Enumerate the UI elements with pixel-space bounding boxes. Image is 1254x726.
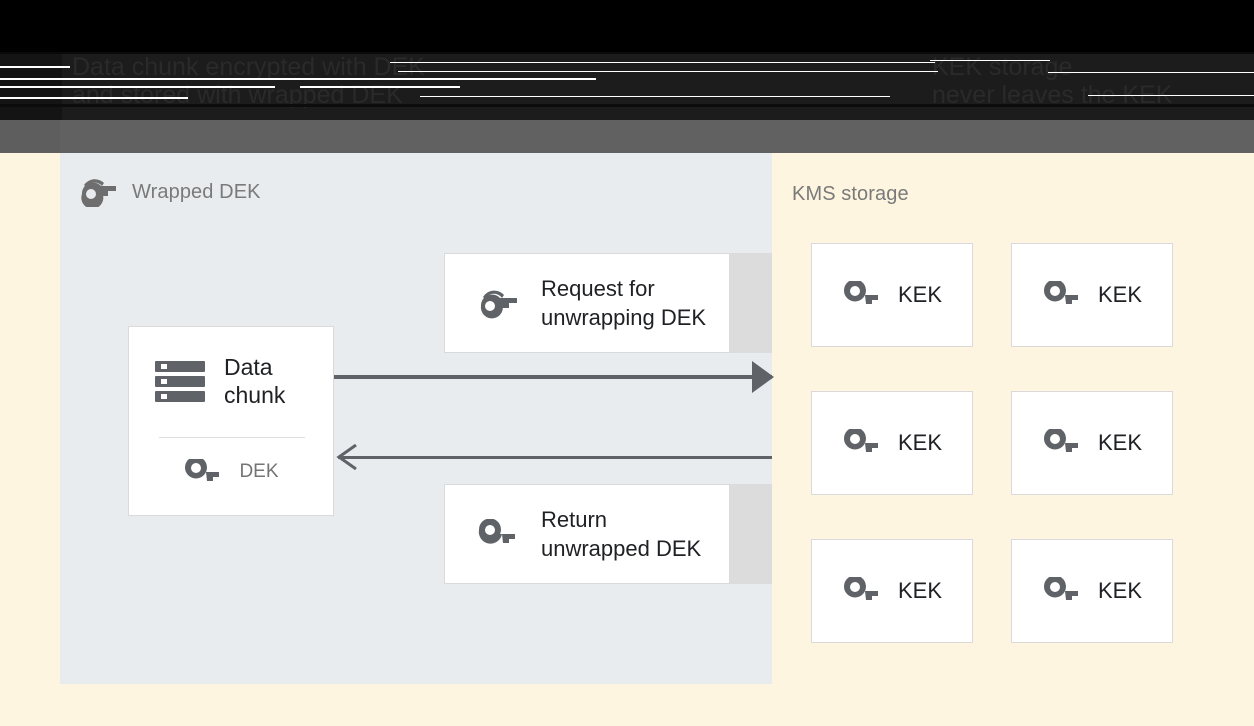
request-card-shadow bbox=[730, 253, 772, 353]
return-card-shadow bbox=[730, 484, 772, 584]
return-arrow-head-icon bbox=[336, 443, 358, 471]
wrapped-key-icon bbox=[477, 287, 519, 319]
return-unwrapped-dek-card[interactable]: Return unwrapped DEK bbox=[444, 484, 730, 584]
wrapped-key-icon bbox=[78, 177, 118, 209]
return-unwrapped-dek-line1: Return bbox=[541, 507, 608, 532]
key-icon bbox=[842, 427, 882, 457]
dek-label: DEK bbox=[239, 461, 279, 482]
header-title-left: Data chunk encrypted with DEK and stored… bbox=[72, 53, 425, 109]
scanline-artifact bbox=[0, 66, 70, 68]
kek-card[interactable]: KEK bbox=[1011, 391, 1173, 495]
kek-label: KEK bbox=[1097, 282, 1143, 307]
data-chunk-divider bbox=[159, 437, 305, 438]
wrapped-dek-panel-header: Wrapped DEK bbox=[78, 177, 261, 209]
scanline-artifact bbox=[0, 78, 596, 80]
scanline-artifact bbox=[390, 62, 935, 63]
request-unwrap-dek-line1: Request for bbox=[541, 276, 655, 301]
key-icon bbox=[1042, 427, 1082, 457]
data-chunk-label-line1: Data bbox=[224, 354, 273, 380]
key-icon bbox=[1042, 279, 1082, 309]
scanline-artifact bbox=[930, 60, 1050, 61]
return-arrow-line bbox=[338, 456, 772, 459]
scanline-artifact bbox=[398, 71, 938, 72]
data-chunk-label-line2: chunk bbox=[224, 382, 286, 408]
request-arrow-head-icon bbox=[752, 361, 774, 393]
kek-label: KEK bbox=[897, 430, 943, 455]
request-arrow-line bbox=[334, 375, 772, 379]
scanline-artifact bbox=[0, 52, 1254, 54]
request-unwrap-dek-line2: unwrapping DEK bbox=[541, 305, 707, 330]
kek-label: KEK bbox=[897, 282, 943, 307]
scanline-artifact bbox=[0, 86, 275, 88]
kek-label: KEK bbox=[897, 578, 943, 603]
request-unwrap-dek-label: Request for unwrapping DEK bbox=[541, 274, 706, 332]
kms-storage-panel-title: KMS storage bbox=[792, 183, 909, 205]
key-icon bbox=[842, 279, 882, 309]
data-chunk-icon bbox=[152, 353, 208, 409]
kek-card[interactable]: KEK bbox=[811, 391, 973, 495]
key-icon bbox=[477, 518, 519, 549]
request-unwrap-dek-card[interactable]: Request for unwrapping DEK bbox=[444, 253, 730, 353]
scanline-artifact bbox=[300, 86, 460, 88]
page-header: Data chunk encrypted with DEK and stored… bbox=[0, 0, 1254, 120]
dek-row: DEK bbox=[129, 456, 333, 485]
wrapped-dek-panel-title: Wrapped DEK bbox=[132, 180, 261, 203]
scanline-artifact bbox=[1088, 95, 1254, 96]
key-icon bbox=[842, 575, 882, 605]
return-unwrapped-dek-line2: unwrapped DEK bbox=[541, 536, 702, 561]
return-unwrapped-dek-label: Return unwrapped DEK bbox=[541, 505, 701, 563]
header-title-right: KEK storage never leaves the KEK bbox=[932, 53, 1172, 109]
kms-storage-panel-header: KMS storage bbox=[792, 183, 909, 206]
scanline-artifact bbox=[1048, 72, 1254, 73]
header-title-left-line1: Data chunk encrypted with DEK bbox=[72, 53, 425, 81]
kek-card[interactable]: KEK bbox=[1011, 243, 1173, 347]
kek-label: KEK bbox=[1097, 430, 1143, 455]
grey-divider-bar-notch bbox=[0, 120, 60, 153]
scanline-artifact bbox=[420, 96, 890, 97]
key-icon bbox=[183, 456, 221, 485]
kek-card[interactable]: KEK bbox=[811, 539, 973, 643]
header-title-right-line1: KEK storage bbox=[932, 53, 1073, 81]
kek-card[interactable]: KEK bbox=[1011, 539, 1173, 643]
key-icon bbox=[1042, 575, 1082, 605]
scanline-artifact bbox=[0, 97, 188, 99]
grey-divider-bar bbox=[0, 120, 1254, 153]
kek-card[interactable]: KEK bbox=[811, 243, 973, 347]
scanline-artifact bbox=[0, 104, 1254, 107]
kek-label: KEK bbox=[1097, 578, 1143, 603]
